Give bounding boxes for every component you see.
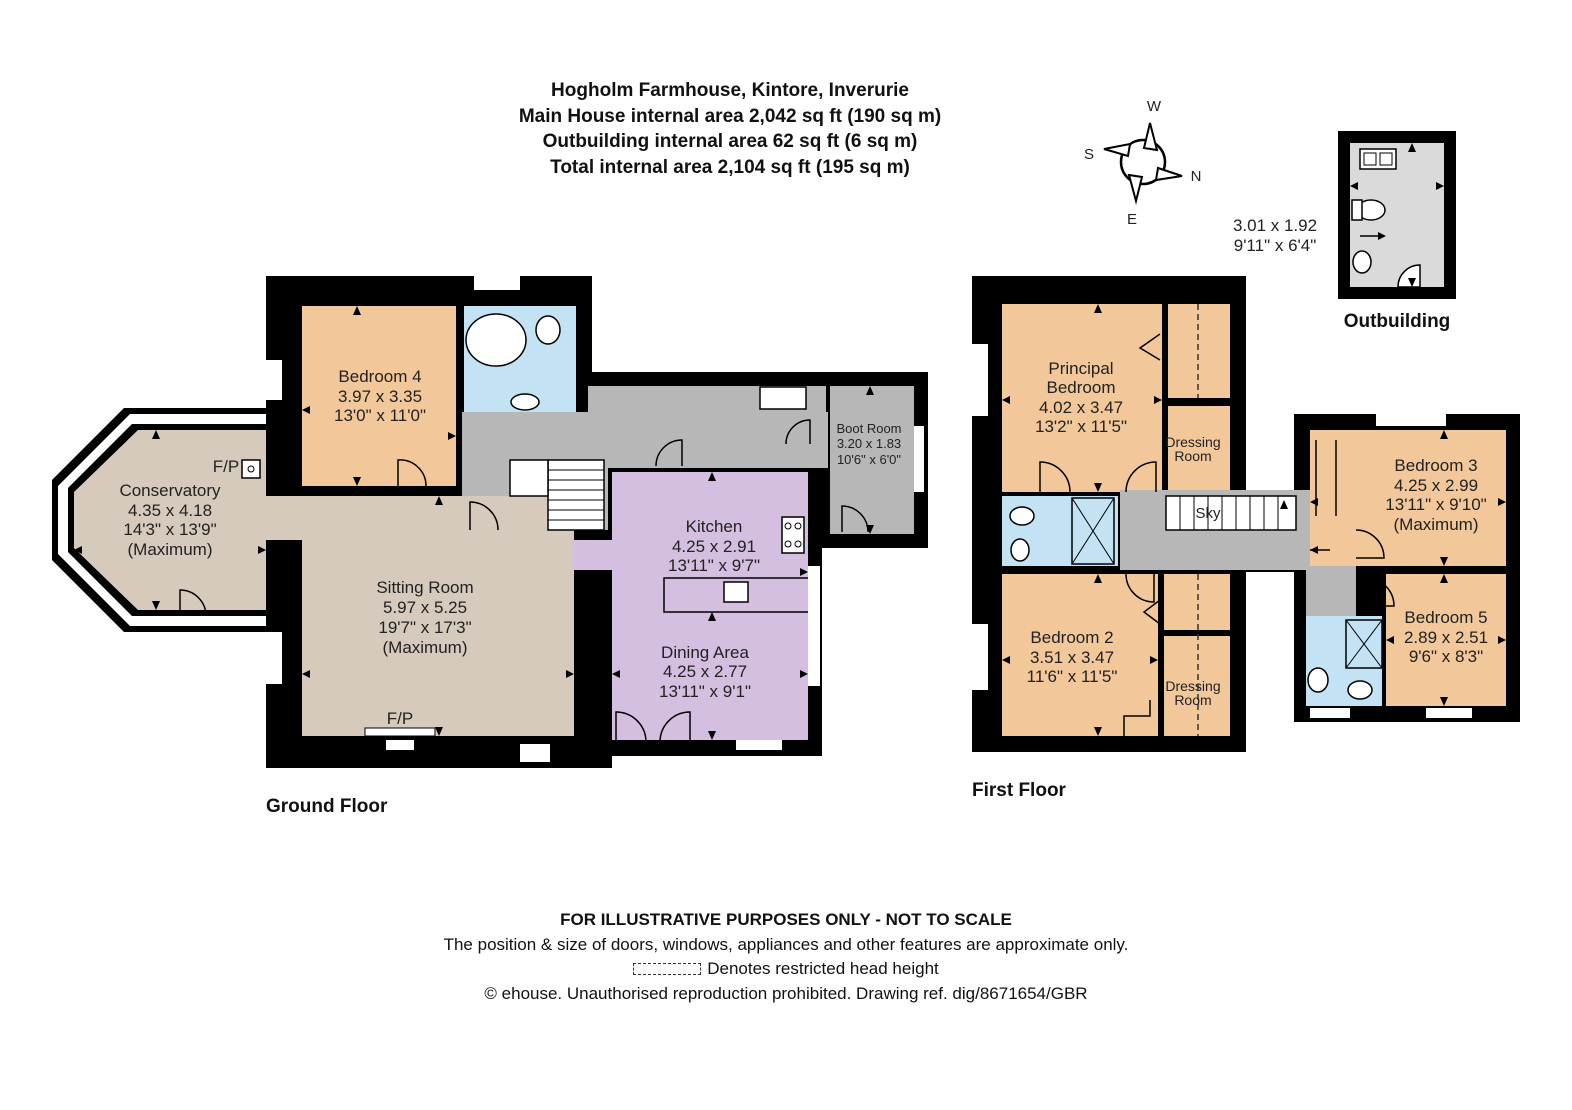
plan-footer: FOR ILLUSTRATIVE PURPOSES ONLY - NOT TO … [286,908,1286,1006]
bedroom3-imperial: 13'11" x 9'10" [1385,495,1486,514]
boot-imperial: 10'6" x 6'0" [837,452,901,467]
bedroom4-imperial: 13'0" x 11'0" [334,406,426,425]
outbuilding-imperial: 9'11" x 6'4" [1234,236,1317,255]
kitchen-metric: 4.25 x 2.91 [672,537,756,556]
first-floor-plan: First Floor [972,276,1520,801]
ground-floor-label: Ground Floor [266,796,388,817]
sitting-metric: 5.97 x 5.25 [383,598,467,617]
boot-name: Boot Room [836,421,901,436]
principal-metric: 4.02 x 3.47 [1039,398,1123,417]
compass-s: S [1084,146,1094,163]
property-title: Hogholm Farmhouse, Kintore, Inverurie [551,80,909,101]
bedroom3-name: Bedroom 3 [1394,456,1477,475]
dressing2-name-2: Room [1174,692,1211,708]
conservatory-fp: F/P [213,457,239,476]
sitting-note: (Maximum) [383,638,468,657]
first-floor-label: First Floor [972,780,1067,801]
compass-w: W [1147,98,1162,115]
bedroom2-imperial: 11'6" x 11'5" [1027,667,1118,686]
dining-imperial: 13'11" x 9'1" [659,682,751,701]
outbuilding-label: Outbuilding [1344,311,1451,332]
bedroom2-metric: 3.51 x 3.47 [1030,648,1114,667]
legend-text: Denotes restricted head height [707,959,939,978]
bedroom5-name: Bedroom 5 [1404,608,1487,627]
legend-row: Denotes restricted head height [286,957,1286,982]
principal-name-2: Bedroom [1047,378,1116,397]
main-house-area: Main House internal area 2,042 sq ft (19… [518,105,942,127]
compass-n: N [1191,168,1202,185]
copyright: © ehouse. Unauthorised reproduction proh… [484,983,1088,1003]
principal-imperial: 13'2" x 11'5" [1035,417,1127,436]
conservatory-note: (Maximum) [128,540,213,559]
disclaimer: FOR ILLUSTRATIVE PURPOSES ONLY - NOT TO … [560,910,1012,929]
dining-name: Dining Area [661,643,749,662]
total-area: Total internal area 2,104 sq ft (195 sq … [550,156,910,178]
bedroom5-metric: 2.89 x 2.51 [1404,628,1488,647]
ground-floor-plan: Ground Floor [52,276,928,817]
dressing1-name-1: Dressing [1165,434,1220,450]
bedroom4-name: Bedroom 4 [338,367,421,386]
dressing2-name-1: Dressing [1165,678,1220,694]
outbuilding-plan: 3.01 x 1.92 9'11" x 6'4" Outbuilding [1233,131,1456,332]
kitchen-imperial: 13'11" x 9'7" [668,556,760,575]
restricted-head-height-swatch [633,963,702,975]
principal-name-1: Principal [1048,359,1113,378]
kitchen-name: Kitchen [686,517,743,536]
bedroom3-metric: 4.25 x 2.99 [1394,476,1478,495]
bedroom2-name: Bedroom 2 [1030,628,1113,647]
outbuilding-metric: 3.01 x 1.92 [1233,216,1317,235]
sitting-name: Sitting Room [376,578,473,597]
sky-label: Sky [1195,505,1221,522]
conservatory-imperial: 14'3" x 13'9" [123,520,216,539]
dining-metric: 4.25 x 2.77 [663,662,747,681]
dressing1-name-2: Room [1174,448,1211,464]
compass-e: E [1127,211,1137,228]
bedroom4-metric: 3.97 x 3.35 [338,387,422,406]
bedroom5-imperial: 9'6" x 8'3" [1409,647,1483,666]
boot-metric: 3.20 x 1.83 [837,436,901,451]
conservatory-name: Conservatory [119,481,221,500]
sitting-fp: F/P [387,709,413,728]
sitting-imperial: 19'7" x 17'3" [378,618,471,637]
conservatory-metric: 4.35 x 4.18 [128,501,212,520]
approximation-note: The position & size of doors, windows, a… [443,934,1129,954]
compass-icon: W S N E [1084,98,1201,228]
plan-header: Hogholm Farmhouse, Kintore, Inverurie Ma… [370,78,1090,180]
outbuilding-area: Outbuilding internal area 62 sq ft (6 sq… [542,131,918,152]
bedroom3-note: (Maximum) [1394,515,1479,534]
